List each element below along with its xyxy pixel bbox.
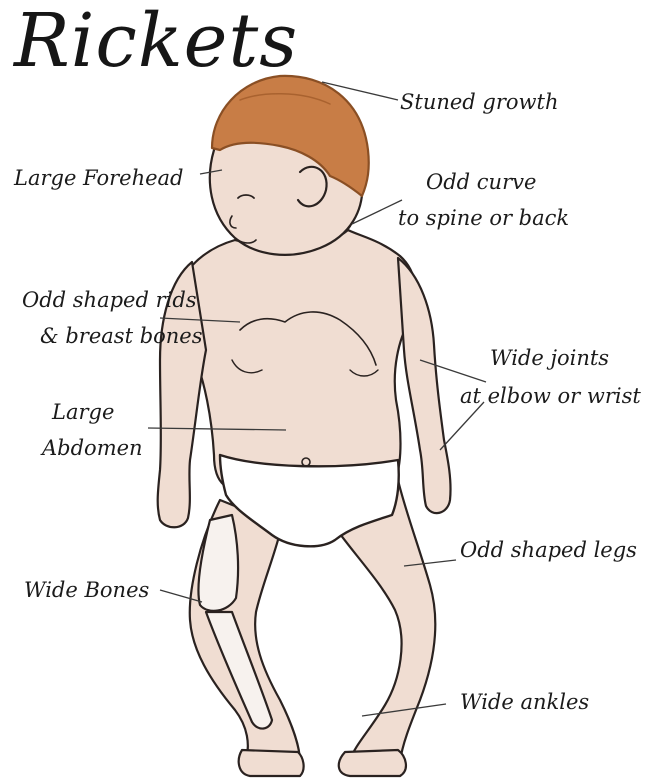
diagram-title: Rickets xyxy=(14,0,298,86)
label-odd-shaped-legs: Odd shaped legs xyxy=(460,538,637,562)
torso xyxy=(172,230,416,485)
label-stunted-growth: Stuned growth xyxy=(400,90,558,114)
left-foot xyxy=(239,750,304,776)
label-odd-curve-1: Odd curve xyxy=(426,170,536,194)
label-wide-bones: Wide Bones xyxy=(24,578,149,602)
label-odd-curve-2: to spine or back xyxy=(398,206,569,230)
label-wide-joints-2: at elbow or wrist xyxy=(460,384,641,408)
label-wide-joints-1: Wide joints xyxy=(490,346,609,370)
right-foot xyxy=(339,750,406,776)
label-large-abdomen-2: Abdomen xyxy=(42,436,143,460)
ear xyxy=(298,167,327,207)
label-odd-ribs-1: Odd shaped rids xyxy=(22,288,197,312)
label-odd-ribs-2: & breast bones xyxy=(40,324,203,348)
right-arm xyxy=(398,258,451,513)
label-large-forehead: Large Forehead xyxy=(14,166,184,190)
pointer-joints-wrist xyxy=(440,402,484,450)
label-large-abdomen-1: Large xyxy=(52,400,114,424)
label-wide-ankles: Wide ankles xyxy=(460,690,589,714)
